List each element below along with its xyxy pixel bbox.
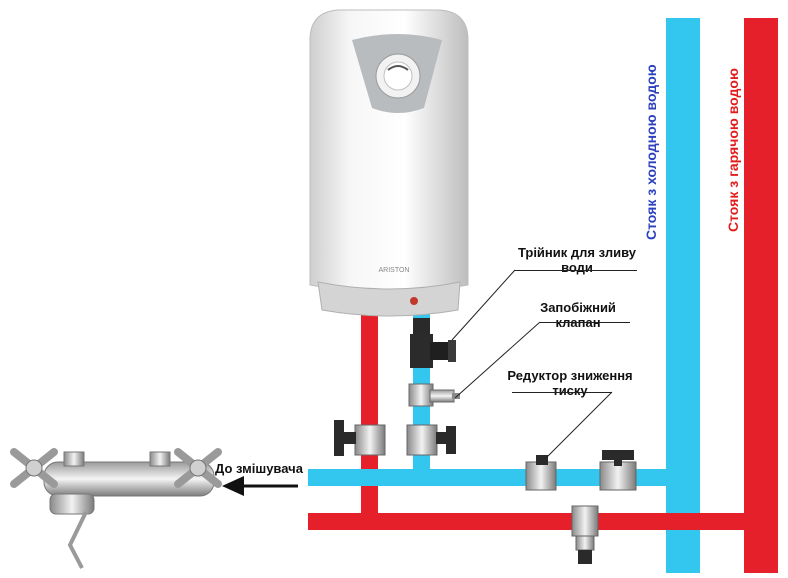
tee-drain-label-line1: Трійник для зливу bbox=[517, 245, 637, 260]
cold-main-valve bbox=[599, 450, 637, 491]
reducer-leader-line bbox=[545, 391, 613, 459]
cold-riser-label: Стояк з холодною водою bbox=[643, 64, 659, 240]
hot-shutoff-valve bbox=[334, 420, 386, 456]
cold-riser-pipe bbox=[666, 18, 700, 573]
hot-riser-label: Стояк з гарячою водою bbox=[725, 68, 741, 232]
pressure-reducer bbox=[525, 455, 557, 491]
hot-riser-pipe bbox=[744, 18, 778, 573]
brand-logo: ARISTON bbox=[379, 267, 410, 274]
mixer-faucet bbox=[10, 448, 222, 569]
hot-outlet-pipe bbox=[361, 315, 378, 530]
hot-horizontal-pipe bbox=[308, 513, 778, 530]
to-mixer-label: До змішувача bbox=[215, 461, 303, 476]
tee-leader-line bbox=[451, 269, 516, 341]
water-heater: ARISTON bbox=[309, 9, 469, 317]
safety-valve-label: Запобіжний клапан bbox=[533, 300, 623, 330]
tee-drain-label: Трійник для зливу води bbox=[516, 245, 638, 275]
pressure-reducer-label-line1: Редуктор зниження bbox=[507, 368, 633, 383]
tee-drain-label-line2: води bbox=[561, 260, 593, 275]
hot-drain-valve bbox=[571, 505, 599, 564]
to-mixer-arrow bbox=[222, 476, 298, 496]
safety-valve-label-line1: Запобіжний bbox=[540, 300, 616, 315]
safety-valve bbox=[408, 383, 460, 407]
pressure-reducer-label-line2: тиску bbox=[552, 383, 588, 398]
safety-valve-underline bbox=[540, 322, 630, 323]
cold-inlet-valve bbox=[406, 424, 456, 456]
cold-horizontal-pipe bbox=[308, 469, 700, 486]
safety-leader-line bbox=[454, 321, 541, 399]
pressure-reducer-label: Редуктор зниження тиску bbox=[505, 368, 635, 398]
pressure-reducer-underline bbox=[512, 392, 612, 393]
drain-tee bbox=[410, 318, 456, 368]
tee-drain-underline bbox=[515, 270, 637, 271]
